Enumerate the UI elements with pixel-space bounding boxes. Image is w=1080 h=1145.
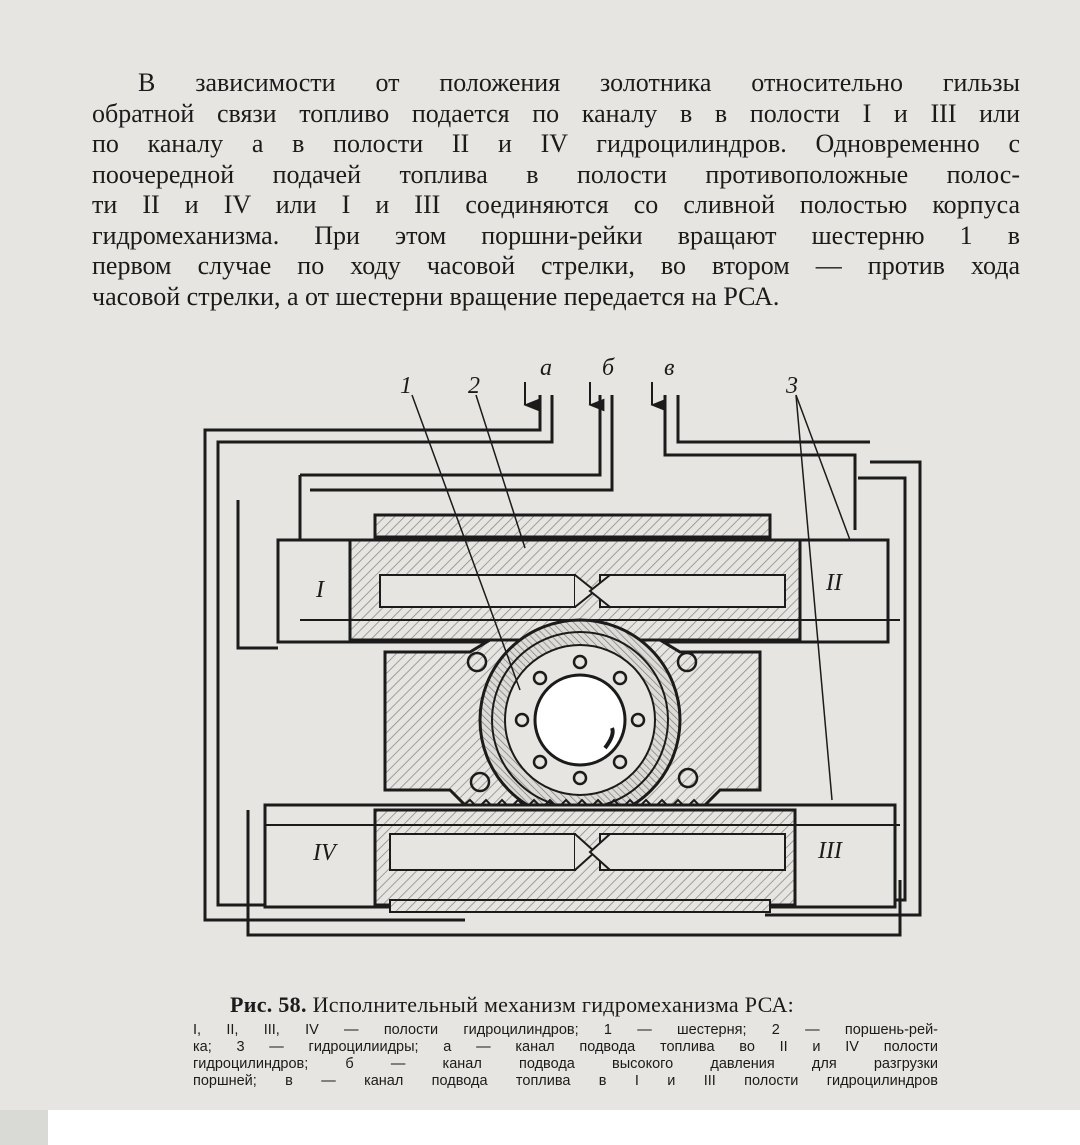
outer-pipe-right xyxy=(765,460,922,917)
part-1-label: 1 xyxy=(400,373,412,399)
body-paragraph: В зависимости от положения золотника отн… xyxy=(92,68,1020,312)
gear-housing xyxy=(383,618,762,822)
page-bottom-margin xyxy=(48,1110,1080,1145)
book-page: В зависимости от положения золотника отн… xyxy=(0,0,1080,1110)
paragraph-line: по каналу а в полости II и IV гидроцилин… xyxy=(92,129,1020,158)
pipe-a-to-top xyxy=(298,395,602,540)
hydraulic-mechanism-diagram: а б в 1 2 3 I II III IV xyxy=(203,355,922,937)
paragraph-line: поочередной подачей топлива в полости пр… xyxy=(92,159,1020,189)
pipe-v-inner xyxy=(676,395,870,444)
cavity-IV-label: IV xyxy=(312,840,338,866)
leader-lines xyxy=(411,394,851,801)
pipe-b xyxy=(310,395,614,492)
pipe-left-upper xyxy=(236,500,278,650)
legend-line: ка; 3 — гидроцилиидры; а — канал подвода… xyxy=(193,1039,938,1055)
channel-a-label: а xyxy=(540,355,552,381)
cavity-I-label: I xyxy=(315,577,325,603)
paragraph-line: гидромеханизма. При этом поршни-рейки вр… xyxy=(92,220,1020,250)
paragraph-line: обратной связи топливо подается по канал… xyxy=(92,98,1020,128)
legend-line: гидроцилиндров; б — канал подвода высоко… xyxy=(193,1056,938,1072)
channel-b-label: б xyxy=(602,355,615,381)
outer-pipe-left xyxy=(203,395,542,922)
inflow-arrows xyxy=(523,382,667,412)
part-2-label: 2 xyxy=(468,373,480,399)
part-3-label: 3 xyxy=(785,373,798,399)
paragraph-line: первом случае по ходу часовой стрелки, в… xyxy=(92,251,1020,280)
channel-v-label: в xyxy=(664,355,674,381)
cavity-III-label: III xyxy=(817,838,843,864)
paragraph-line: ти II и IV или I и III соединяются со сл… xyxy=(92,190,1020,219)
legend-line: I, II, III, IV — полости гидроцилиндров;… xyxy=(193,1022,938,1038)
cavity-II-label: II xyxy=(825,570,843,596)
paragraph-line: часовой стрелки, а от шестерни вращение … xyxy=(92,281,780,311)
pipe-left-lower xyxy=(246,810,902,937)
lower-cylinder xyxy=(263,803,900,913)
figure-legend: I, II, III, IV — полости гидроцилиндров;… xyxy=(193,1022,938,1090)
figure-caption-title: Рис. 58. Исполнительный механизм гидроме… xyxy=(230,992,794,1018)
pipe-v xyxy=(663,395,857,530)
figure-title: Исполнительный механизм гидромеханизма Р… xyxy=(306,992,795,1017)
figure-number: Рис. 58. xyxy=(230,992,307,1017)
legend-line: поршней; в — канал подвода топлива в I и… xyxy=(193,1073,938,1089)
paragraph-line: В зависимости от положения золотника отн… xyxy=(138,68,1020,97)
